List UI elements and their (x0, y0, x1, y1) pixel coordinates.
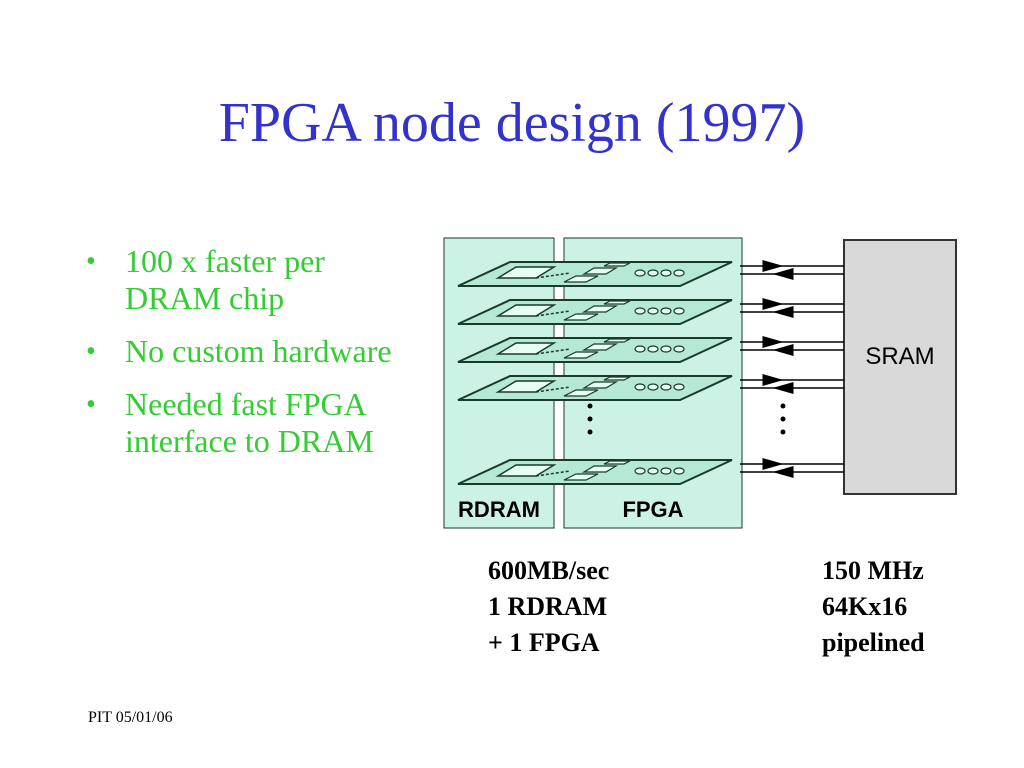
spec-line: 64Kx16 (822, 592, 908, 621)
pad (634, 307, 646, 315)
board-layer (457, 337, 733, 363)
fpga-chip (581, 267, 619, 275)
board-layer (457, 459, 733, 485)
fpga-chip (563, 351, 599, 359)
pad (673, 269, 685, 277)
pad (647, 467, 659, 475)
rdram-chip (495, 266, 557, 279)
rdram-chip (495, 380, 557, 393)
sram-label: SRAM (865, 343, 934, 370)
sram-specs: 150 MHz 64Kx16 pipelined (822, 553, 925, 661)
fpga-chip (563, 313, 599, 321)
fpga-chip (581, 305, 619, 313)
bullet-list: • 100 x faster per DRAM chip • No custom h… (82, 243, 402, 476)
rdram-chip (495, 464, 557, 477)
rdram-chip (495, 342, 557, 355)
pad (660, 383, 672, 391)
bullet-item: • 100 x faster per DRAM chip (82, 243, 402, 317)
pad (647, 345, 659, 353)
pad (673, 383, 685, 391)
fpga-chip (563, 275, 599, 283)
slide-title: FPGA node design (1997) (218, 92, 806, 154)
pad (660, 345, 672, 353)
spec-line: 150 MHz (822, 556, 924, 585)
fpga-chip (563, 389, 599, 397)
bullet-text: 100 x faster per DRAM chip (125, 243, 325, 316)
pad (634, 467, 646, 475)
footer-date: PIT 05/01/06 (88, 709, 173, 726)
fpga-chip (581, 343, 619, 351)
fpga-chip (603, 262, 631, 267)
fpga-label: FPGA (622, 497, 683, 522)
rdram-label: RDRAM (458, 497, 540, 522)
pad (647, 307, 659, 315)
pad (647, 269, 659, 277)
board-layer (457, 375, 733, 401)
bullet-icon: • (86, 389, 96, 420)
board-layer (457, 299, 733, 325)
fpga-chip (603, 460, 631, 465)
fpga-chip (603, 338, 631, 343)
fpga-chip (581, 381, 619, 389)
pad (673, 307, 685, 315)
fpga-chip (563, 473, 599, 481)
bullet-text: Needed fast FPGA interface to DRAM (125, 386, 374, 459)
rdram-specs: 600MB/sec 1 RDRAM + 1 FPGA (488, 553, 609, 661)
board-layer (457, 261, 733, 287)
sram-block (843, 239, 957, 495)
fpga-chip (581, 465, 619, 473)
pad (673, 467, 685, 475)
pad (673, 345, 685, 353)
spec-line: + 1 FPGA (488, 628, 600, 657)
pad (660, 307, 672, 315)
bullet-icon: • (86, 336, 96, 367)
fpga-chip (603, 300, 631, 305)
pad (660, 269, 672, 277)
pad (634, 269, 646, 277)
rdram-chip (495, 304, 557, 317)
fpga-chip (603, 376, 631, 381)
pad (660, 467, 672, 475)
bullet-icon: • (86, 246, 96, 277)
node-diagram: RDRAM FPGA SRAM (440, 236, 960, 532)
bullet-item: • No custom hardware (82, 333, 402, 370)
pad (647, 383, 659, 391)
spec-line: 600MB/sec (488, 556, 610, 585)
spec-line: 1 RDRAM (488, 592, 608, 621)
spec-line: pipelined (822, 628, 925, 657)
stack-ellipsis (587, 403, 786, 435)
pad (634, 383, 646, 391)
bullet-text: No custom hardware (125, 333, 392, 369)
pad (634, 345, 646, 353)
bullet-item: • Needed fast FPGA interface to DRAM (82, 386, 402, 460)
